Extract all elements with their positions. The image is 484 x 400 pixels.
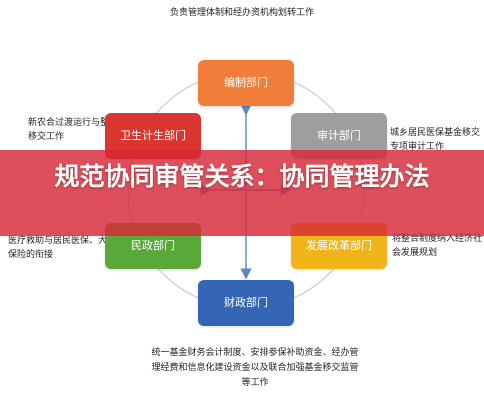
dept-label-right: 审计部门 xyxy=(317,129,361,142)
left-bottom-note: 医疗救助与居民医保、大病保险的衔接 xyxy=(8,236,117,260)
dept-label-lower-right: 发展改革部门 xyxy=(306,239,372,252)
banner-title: 规范协同审管关系：协同管理办法 xyxy=(54,162,430,191)
dept-label-left: 卫生计生部门 xyxy=(120,129,186,142)
left-top-note: 新农合过渡运行与整合移交工作 xyxy=(28,118,119,142)
dept-label-bottom: 财政部门 xyxy=(224,296,268,309)
top-note: 负责管理体制和经办资机构划转工作 xyxy=(169,8,314,18)
title-banner xyxy=(0,150,484,236)
right-top-note: 城乡居民医保基金移交专项审计工作 xyxy=(390,128,481,152)
dept-box-bottom: 财政部门 xyxy=(198,280,294,326)
dept-label-top: 编制部门 xyxy=(224,76,268,89)
bottom-note: 统一基金财务会计制度、安排参保补助资金、经办管理经费和信息化建设资金以及联合加强… xyxy=(151,348,359,388)
dept-label-lower-left: 民政部门 xyxy=(131,239,175,252)
dept-box-top: 编制部门 xyxy=(198,60,294,106)
right-bottom-note: 将整合制度纳入经济社会发展规划 xyxy=(392,234,483,258)
